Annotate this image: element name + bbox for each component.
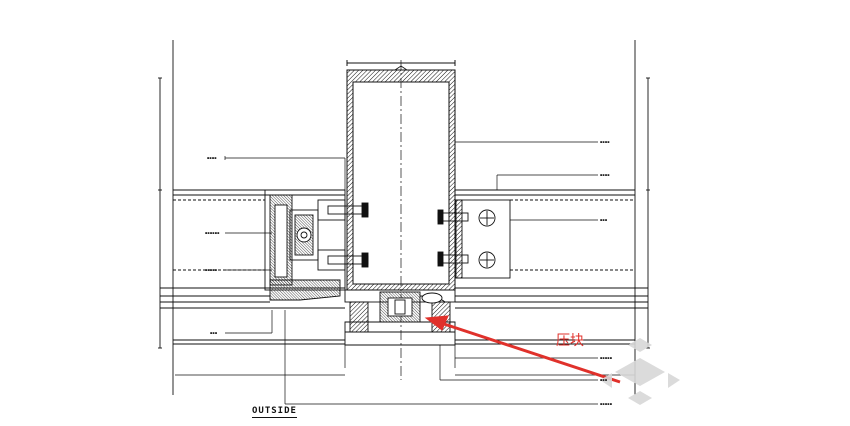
note-mark: ▪▪▪▪▪ [600, 402, 613, 406]
note-mark: ▪▪▪ [600, 378, 608, 382]
right-bracket [437, 199, 511, 279]
note-mark: ▪▪▪▪ [207, 156, 217, 160]
note-mark: ▪▪▪▪ [600, 140, 610, 144]
outer-boundary-lines [158, 40, 650, 395]
note-mark: ▪▪▪ [210, 331, 218, 335]
note-mark: ▪▪▪▪▪▪ [205, 231, 220, 235]
note-mark: ▪▪▪▪▪ [205, 268, 218, 272]
note-mark: ▪▪▪ [600, 218, 608, 222]
leader-lines [175, 141, 635, 405]
note-mark: ▪▪▪▪ [600, 173, 610, 177]
note-mark: ▪▪▪▪▪ [600, 356, 613, 360]
left-frame [264, 189, 346, 301]
outside-label: OUTSIDE [252, 406, 297, 418]
pressure-block-label: 压块 [556, 333, 584, 349]
left-bolts [327, 202, 369, 268]
watermark-logo [600, 338, 680, 405]
callout-arrow [424, 315, 621, 384]
